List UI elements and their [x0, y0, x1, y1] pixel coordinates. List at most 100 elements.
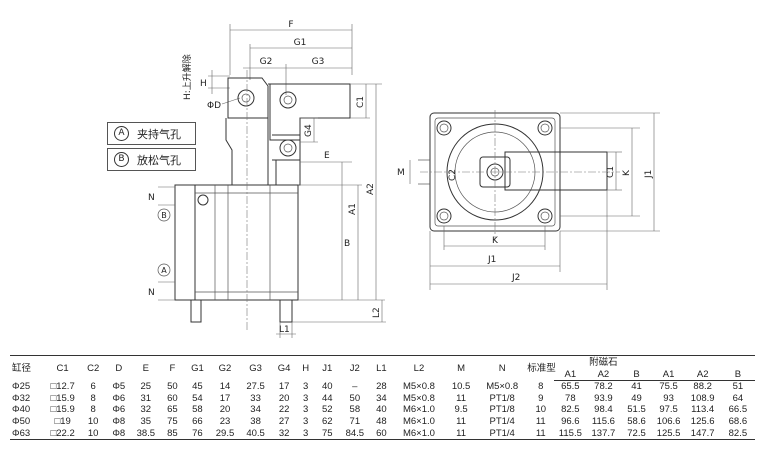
table-cell: 66.5 [728, 404, 748, 416]
table-cell: 33 [250, 392, 261, 404]
table-cell: 82.5 [720, 427, 755, 440]
dim-H: H [200, 79, 207, 89]
col-header: G3 [239, 355, 272, 381]
table-cell: 98.4 [594, 404, 613, 416]
table-cell: 11 [456, 416, 466, 428]
dim-C1: C1 [356, 96, 366, 108]
table-cell: 58 [192, 404, 203, 416]
table-cell: – [352, 381, 358, 393]
table-cell: 51.5 [627, 404, 646, 416]
table-cell: Φ8 [106, 427, 132, 440]
legend-text-a: 夹持气孔 [137, 127, 181, 141]
table-cell: 11 [527, 427, 555, 440]
spec-table: 缸径 C1 C2 D E F G1 G2 G3 G4 H J1 J2 L1 L2… [10, 355, 755, 440]
table-cell: 38.5 [131, 427, 161, 440]
col-subheader: B [620, 368, 653, 381]
table-cell: 44 [321, 392, 333, 404]
table-cell: Φ8 [112, 416, 126, 428]
table-cell: 66 [192, 416, 203, 428]
col-header: 缸径 [10, 355, 46, 381]
table-cell: 17 [278, 381, 290, 393]
legend-symbol-a: A [114, 126, 129, 141]
dim-K-right: K [622, 169, 632, 176]
legend-text-b: 放松气孔 [137, 153, 181, 167]
table-cell: 35 [140, 416, 152, 428]
table-cell: 125.6 [690, 416, 715, 428]
table-cell: 113.4 [691, 404, 715, 416]
table-cell: 10 [87, 416, 99, 428]
col-header: G4 [271, 355, 297, 381]
dim-J2: J2 [511, 273, 520, 283]
table-cell: 23 [219, 416, 231, 428]
table-cell: 49 [631, 392, 642, 404]
dim-N-top: N [148, 193, 155, 203]
table-cell: 108.9 [690, 392, 715, 404]
table-cell: M5×0.8 [402, 381, 435, 393]
dim-G1: G1 [294, 38, 307, 48]
table-cell: M5×0.8 [486, 381, 519, 393]
table-cell: M6×1.0 [402, 404, 435, 416]
dim-E: E [324, 151, 330, 161]
table-cell: 10 [80, 427, 107, 440]
table-cell: 76 [184, 427, 211, 440]
table-cell: 78.2 [594, 381, 613, 393]
table-cell: 11 [445, 427, 478, 440]
table-cell: PT1/8 [489, 392, 515, 404]
col-header: M [445, 355, 478, 381]
table-cell: 51 [732, 381, 744, 393]
table-cell: 29.5 [210, 427, 240, 440]
table-cell: 75 [167, 416, 178, 428]
table-cell: PT1/4 [489, 416, 515, 428]
table-cell: 72.5 [620, 427, 653, 440]
table-cell: 85 [160, 427, 185, 440]
table-cell: 60 [167, 392, 178, 404]
table-cell: 50 [167, 381, 178, 393]
dim-C2: C2 [448, 169, 458, 181]
dim-phiD: ΦD [207, 101, 221, 111]
table-cell: 75.5 [659, 381, 678, 393]
table-cell: 10 [535, 404, 547, 416]
table-cell: □19 [54, 416, 71, 428]
table-cell: Φ40 [12, 404, 31, 416]
col-subheader: B [720, 368, 755, 381]
table-cell: 27.5 [246, 381, 265, 393]
table-cell: 27 [278, 416, 290, 428]
table-cell: 84.5 [339, 427, 370, 440]
dim-G2: G2 [260, 57, 273, 67]
col-header: F [160, 355, 185, 381]
table-cell: M6×1.0 [392, 427, 446, 440]
dim-G4: G4 [304, 124, 314, 137]
col-header: D [106, 355, 132, 381]
table-cell: 54 [192, 392, 203, 404]
table-cell: 3 [303, 392, 309, 404]
table-cell: 11 [456, 392, 466, 404]
col-header: G2 [210, 355, 240, 381]
table-cell: 41 [631, 381, 642, 393]
table-cell: □15.9 [50, 404, 75, 416]
col-header: L1 [369, 355, 393, 381]
table-cell: 58 [349, 404, 361, 416]
table-cell: 75 [314, 427, 340, 440]
table-cell: 34 [250, 404, 261, 416]
table-cell: 40.5 [239, 427, 272, 440]
legend-item-b: B 放松气孔 [107, 148, 196, 171]
legend-item-a: A 夹持气孔 [107, 122, 196, 145]
table-cell: 6 [90, 381, 96, 393]
table-cell: 32 [140, 404, 152, 416]
table-cell: 68.6 [728, 416, 748, 428]
dim-B: B [344, 239, 350, 249]
table-cell: Φ63 [10, 427, 46, 440]
table-cell: 78 [565, 392, 576, 404]
table-cell: 32 [271, 427, 297, 440]
col-header: C1 [45, 355, 81, 381]
table-cell: 52 [321, 404, 333, 416]
table-cell: 20 [278, 392, 290, 404]
dim-G3: G3 [312, 57, 325, 67]
col-header: L2 [392, 355, 446, 381]
table-cell: □12.7 [50, 381, 75, 393]
table-cell: 93 [663, 392, 674, 404]
